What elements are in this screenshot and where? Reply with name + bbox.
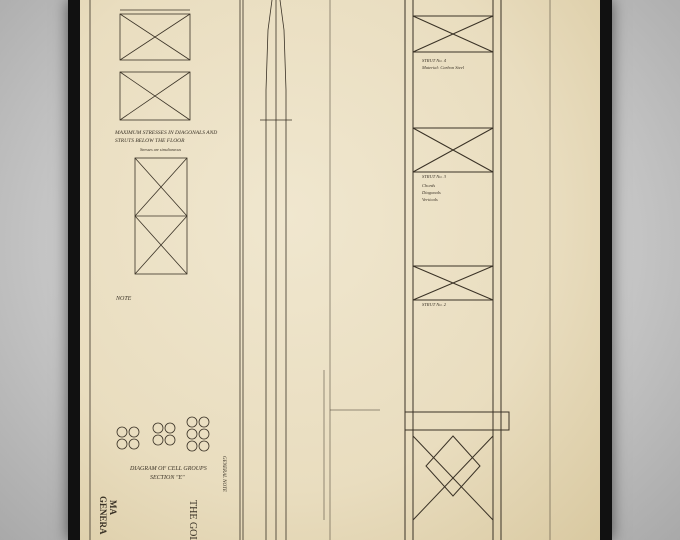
stresses-caption: MAXIMUM STRESSES IN DIAGONALS AND xyxy=(115,130,218,136)
blueprint-poster: MAXIMUM STRESSES IN DIAGONALS AND STRUTS… xyxy=(80,0,600,540)
note-title: NOTE xyxy=(116,296,132,302)
bracing-diagram-mid xyxy=(134,157,188,275)
strut-label-2: STRUT No. 3 xyxy=(422,174,447,179)
blueprint-drawing xyxy=(89,0,551,540)
verticals-label: Verticals xyxy=(422,197,438,202)
cell-groups-caption-2: SECTION "E" xyxy=(150,475,185,481)
bracing-diagram-top xyxy=(119,9,191,121)
stamp-fragment-1: MA xyxy=(108,500,118,515)
simul-caption: Stresses are simultaneous xyxy=(140,147,182,152)
cell-groups-caption: DIAGRAM OF CELL GROUPS xyxy=(130,466,207,472)
title-fragment: THE GOLD xyxy=(187,500,198,540)
tower-side-elevation xyxy=(260,0,292,540)
tower-front-elevation xyxy=(404,0,510,540)
cell-groups-diagram xyxy=(116,416,210,452)
stamp-fragment-2: GENERA xyxy=(98,496,108,535)
chords-label: Chords xyxy=(422,183,436,188)
strut-label-1: STRUT No. 4 xyxy=(422,58,447,63)
strut-label-3: STRUT No. 2 xyxy=(422,302,447,307)
diagonals-label: Diagonals xyxy=(422,190,441,195)
stresses-caption-2: STRUTS BELOW THE FLOOR xyxy=(115,138,185,144)
material-label: Material: Carbon Steel xyxy=(422,65,464,70)
general-note: GENERAL NOTE xyxy=(221,456,226,492)
